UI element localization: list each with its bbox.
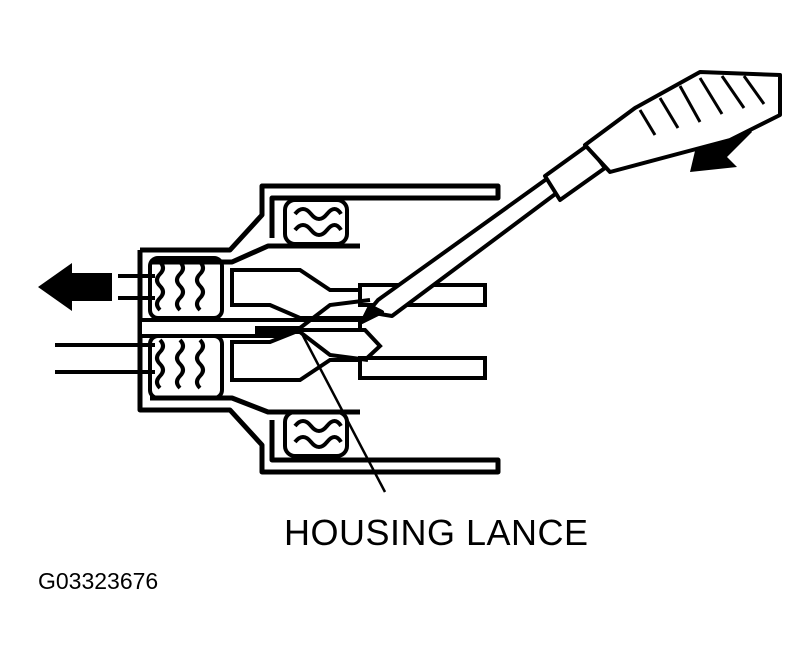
screwdriver-icon [360, 70, 782, 324]
latch-seal-lower [283, 410, 349, 458]
latch-seal-upper [283, 198, 349, 246]
arrow-left-icon [38, 263, 112, 311]
seal-top [148, 256, 224, 320]
terminal-fork [255, 298, 371, 362]
callout-leader [298, 329, 387, 493]
figure-id: G03323676 [38, 568, 159, 594]
seal-bottom [148, 334, 224, 400]
callout-housing-lance: HOUSING LANCE [284, 512, 589, 553]
